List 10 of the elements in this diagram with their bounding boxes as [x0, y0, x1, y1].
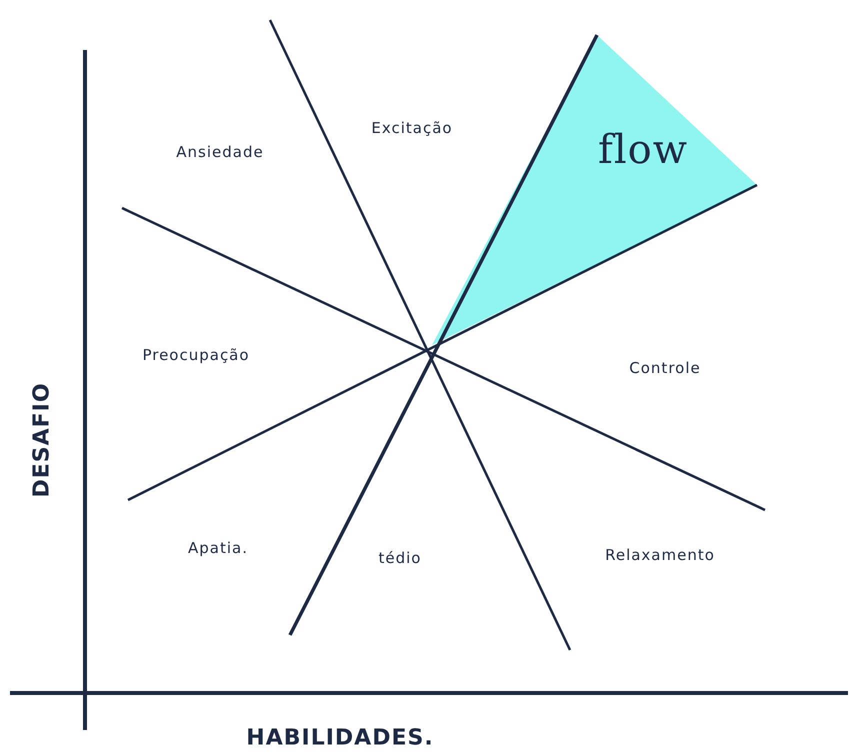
zone-label: tédio [378, 549, 422, 567]
zone-label: Apatia. [188, 539, 248, 557]
zone-label: flow [598, 127, 688, 173]
axis-title: DESAFIO [30, 382, 54, 498]
zone-label: Controle [629, 359, 701, 377]
zone-label: Preocupação [142, 346, 250, 364]
zone-label: Relaxamento [605, 546, 715, 564]
axis-title: HABILIDADES. [246, 726, 434, 750]
zone-label: Ansiedade [176, 143, 264, 161]
zone-label: Excitação [371, 119, 453, 137]
